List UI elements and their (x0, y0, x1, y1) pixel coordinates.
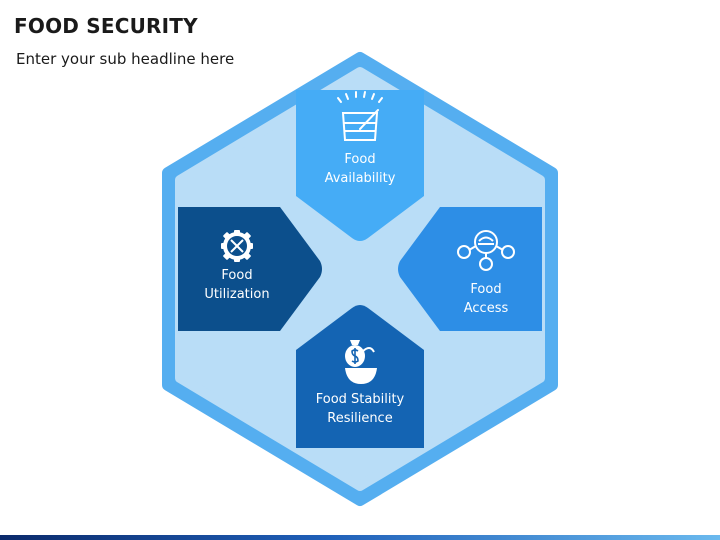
page-title: FOOD SECURITY (14, 14, 198, 38)
utilization-label-line2: Utilization (204, 287, 270, 302)
utilization-label: Food Utilization (167, 266, 307, 304)
availability-label-line1: Food (344, 152, 376, 167)
food-access-network-icon (457, 230, 515, 271)
availability-label-line2: Availability (324, 171, 396, 186)
page-subtitle: Enter your sub headline here (16, 50, 235, 68)
access-label-line1: Food (470, 282, 502, 297)
stability-label: Food Stability Resilience (290, 390, 430, 428)
stability-label-line1: Food Stability (315, 392, 405, 407)
availability-label: Food Availability (290, 150, 430, 188)
food-container-icon (337, 91, 383, 141)
access-label: Food Access (416, 280, 556, 318)
gear-tools-icon (221, 230, 253, 262)
access-block (398, 207, 542, 331)
utilization-label-line1: Food (221, 268, 253, 283)
money-bag-bowl-icon (345, 340, 377, 384)
access-label-line2: Access (463, 301, 509, 316)
availability-block (296, 90, 424, 241)
utilization-block (178, 207, 322, 331)
stability-label-line2: Resilience (327, 411, 393, 426)
footer-gradient-bar (0, 535, 720, 540)
inner-hexagon-fill (175, 67, 545, 491)
